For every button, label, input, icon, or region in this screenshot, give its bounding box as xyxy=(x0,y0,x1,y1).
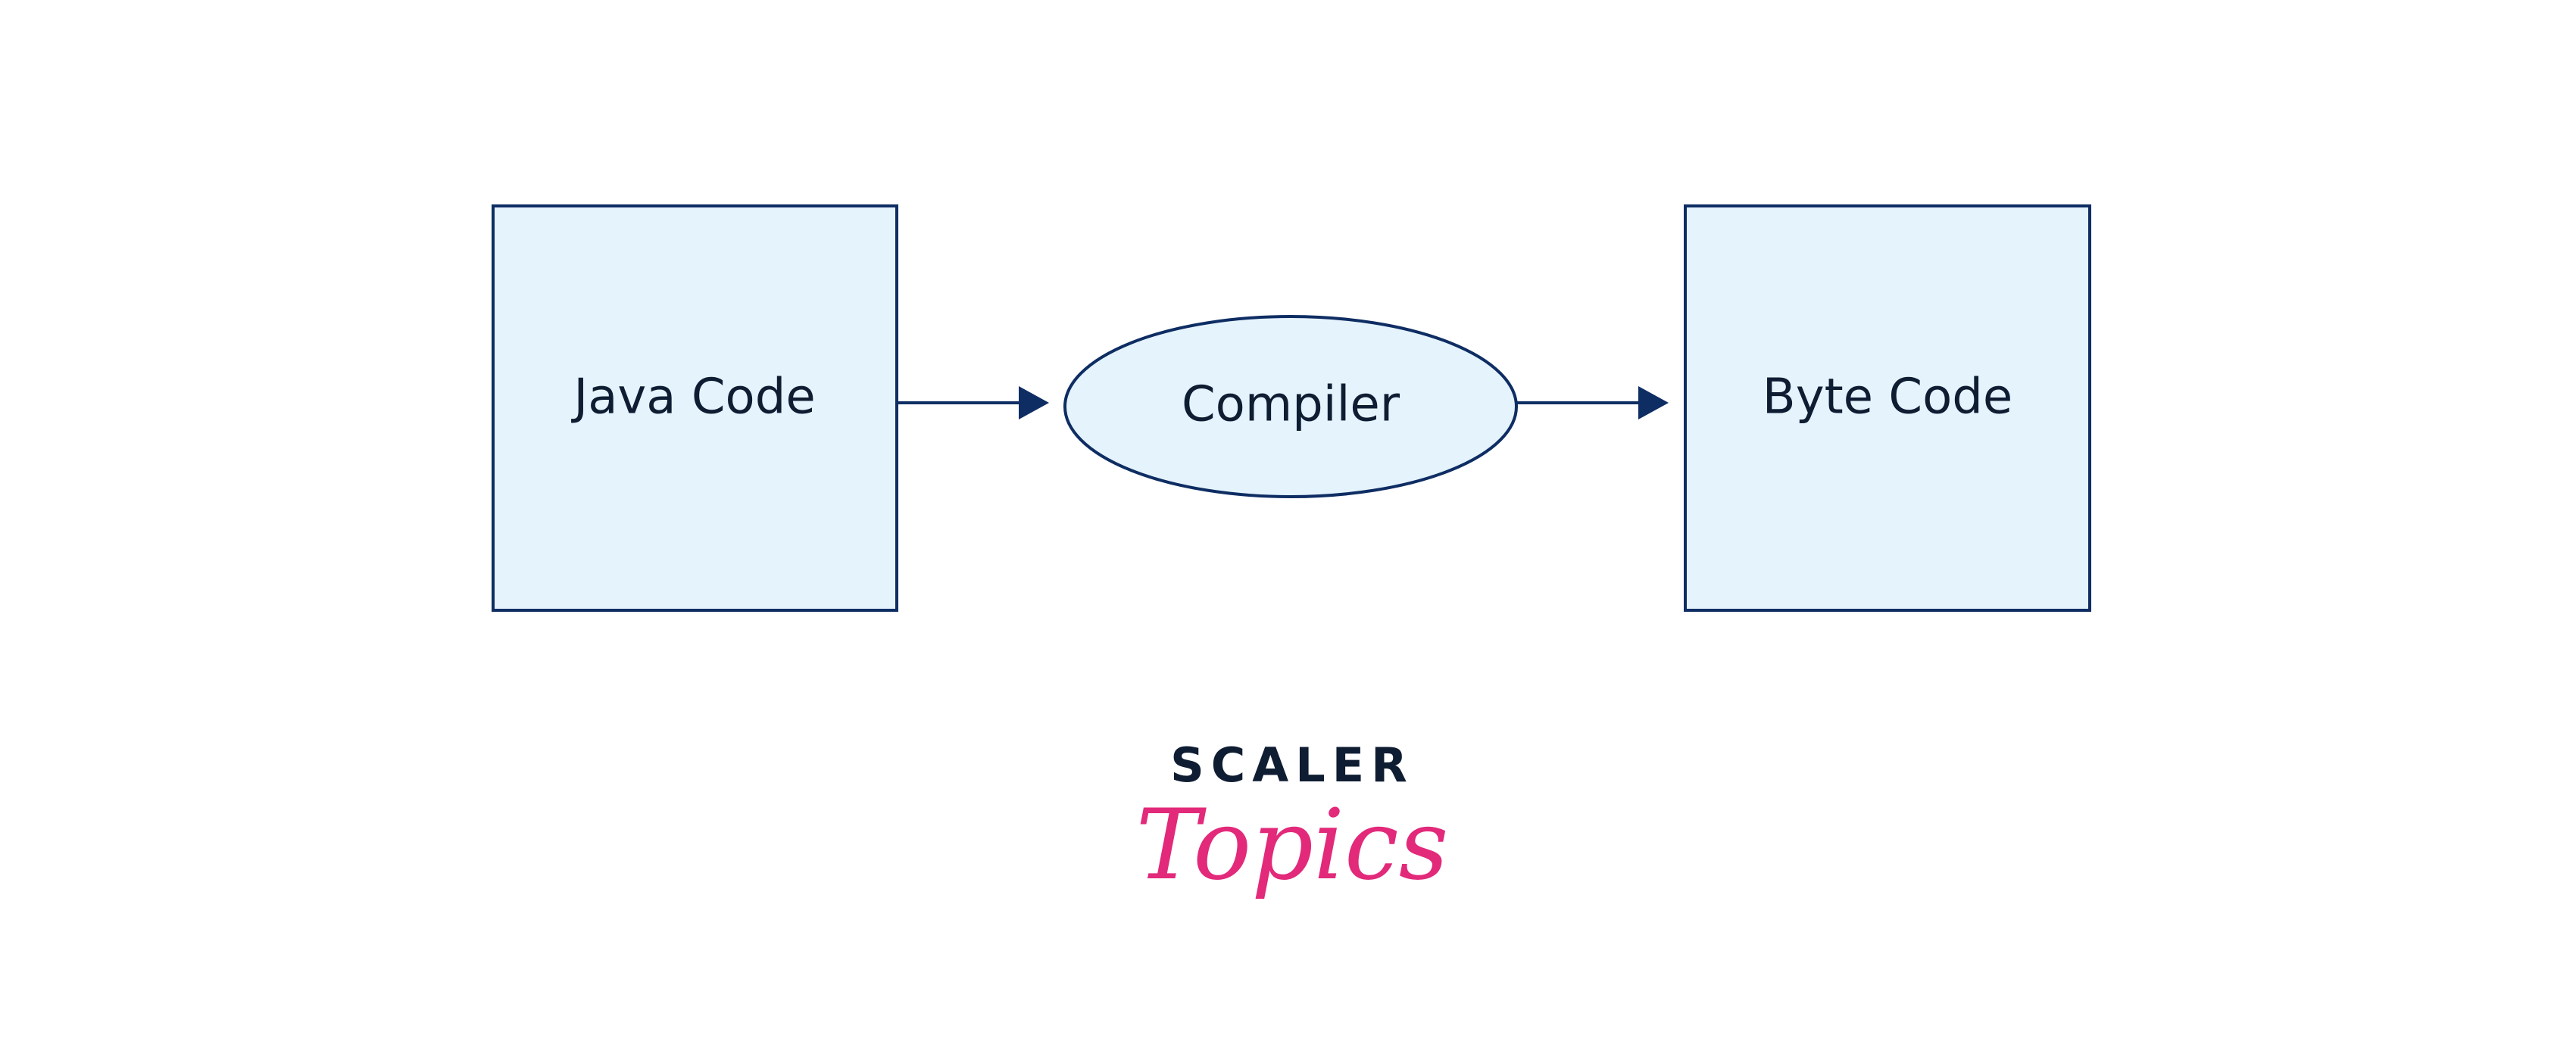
node-byte-code-box xyxy=(1684,204,2091,612)
node-java-code-box xyxy=(492,204,898,612)
edge-compiler-to-byte-code-arrowhead xyxy=(1638,386,1669,419)
logo-topics-text: Topics xyxy=(1136,789,1449,902)
edge-compiler-to-byte-code xyxy=(1516,386,1669,419)
node-compiler-label: Compiler xyxy=(1182,377,1400,433)
node-compiler: Compiler xyxy=(1063,315,1518,498)
node-compiler-ellipse xyxy=(1063,315,1518,498)
edge-java-to-compiler-arrowhead xyxy=(1019,386,1049,419)
node-java-code-label: Java Code xyxy=(570,369,815,426)
scaler-topics-logo: SCALER Topics xyxy=(1136,737,1449,902)
node-byte-code: Byte Code xyxy=(1684,204,2091,612)
node-byte-code-label: Byte Code xyxy=(1763,369,2012,426)
edge-java-to-compiler xyxy=(897,386,1049,419)
logo-scaler-text: SCALER xyxy=(1170,737,1414,793)
node-java-code: Java Code xyxy=(492,204,898,612)
